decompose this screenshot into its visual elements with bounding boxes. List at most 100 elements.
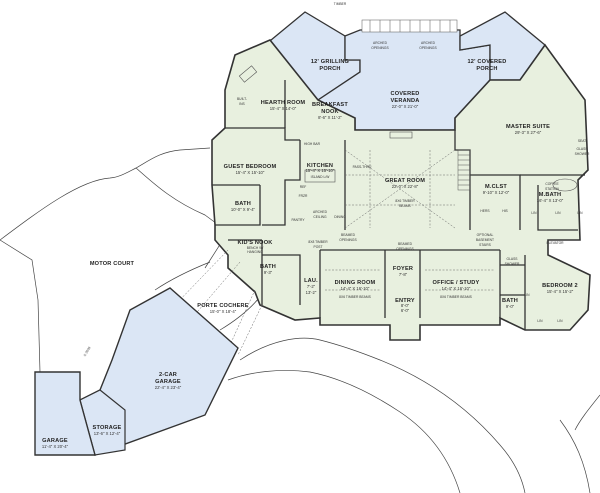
hearth-room-label: HEARTH ROOM	[261, 100, 306, 106]
bath-right-dim: 9'-0"	[506, 304, 515, 309]
fireplace-hearth	[238, 65, 258, 83]
breezeway	[174, 249, 263, 356]
entry-dim-1: 8'-0"	[401, 303, 410, 308]
arched-openings-left-1: ARCHED	[373, 41, 388, 45]
built-ins-2: INS	[239, 102, 245, 106]
arched-openings-right-2: OPENINGS	[419, 46, 437, 50]
master-suite-label: MASTER SUITE	[506, 124, 550, 130]
fireplace-great	[389, 131, 413, 139]
garage-block	[34, 287, 239, 456]
office-dim: 14'-4" X 16'-10"	[442, 286, 471, 291]
kitchen-island	[304, 169, 336, 183]
grilling-porch-label-2: PORCH	[319, 66, 340, 72]
pantry-label: PANTRY	[291, 218, 305, 222]
seat-label: SEAT	[578, 139, 586, 143]
dining-room-label: DINING ROOM	[335, 280, 376, 286]
glass-shower-2: SHOWER	[575, 152, 590, 156]
m-bath-label: M.BATH	[539, 192, 562, 198]
garage-single	[34, 371, 96, 456]
timber-post-2: POST	[314, 245, 323, 249]
m-clst-dim: 9'-10" X 12'-0"	[483, 190, 510, 195]
house-footprint	[211, 39, 591, 341]
garage-2car-dim: 22'-4" X 23'-4"	[155, 385, 182, 390]
bath-small-left-label: BATH	[260, 264, 276, 270]
dining-room-dim: 14'-4" X 16'-10"	[341, 286, 370, 291]
grilling-porch-label-1: 12' GRILLING	[311, 59, 349, 65]
office-beams: 8X6 TIMBER BEAMS	[440, 295, 472, 299]
great-room-beams-2: BEAMS	[399, 204, 411, 208]
covered-veranda-dim: 22'-0" X 21'-0"	[392, 104, 419, 109]
timber-post-1: 8X8 TIMBER	[308, 240, 328, 244]
breakfast-nook-dim: 8'-6" X 11'-2"	[318, 115, 342, 120]
porte-cochere-label: PORTE COCHERE	[197, 303, 248, 309]
lin-4: LIN	[524, 293, 530, 297]
basement-3: STAIRS	[479, 243, 491, 247]
lin-2: LIN	[555, 211, 561, 215]
breakfast-nook-label-2: NOOK	[321, 109, 339, 115]
garage-dim: 11'-4" X 20'-4"	[42, 444, 69, 449]
master-suite-dim: 29'-3" X 27'-6"	[515, 130, 542, 135]
basement-1: OPTIONAL	[477, 233, 494, 237]
covered-porch-label-2: PORCH	[476, 66, 497, 72]
kids-nook-note-2: HANGING	[247, 250, 263, 254]
kids-nook-note-1: BENCH W/	[247, 246, 264, 250]
beamed-openings-right-1: BEAMED	[398, 242, 413, 246]
guest-bedroom-dim: 15'-4" X 15'-10"	[236, 170, 265, 175]
great-room-beams-1: 8X6 TIMBER	[395, 199, 415, 203]
bedroom2-label: BEDROOM 2	[542, 283, 578, 289]
foyer-dim: 7'-8"	[399, 272, 408, 277]
veranda-steps	[361, 19, 458, 33]
breakfast-nook-label-1: BREAKFAST	[312, 102, 348, 108]
bath-left-label: BATH	[235, 201, 251, 207]
kids-nook-label: KID'S NOOK	[237, 240, 272, 246]
entry-dim-2: 6'-0"	[401, 308, 410, 313]
garage-2car-label-2: GARAGE	[155, 379, 181, 385]
lin-6: LIN	[557, 319, 563, 323]
beamed-openings-right-2: OPENINGS	[396, 247, 414, 251]
lin-5: LIN	[537, 319, 543, 323]
site-lines	[0, 147, 600, 493]
bedroom2-dim: 15'-4" X 15'-2"	[547, 289, 574, 294]
guest-bedroom-label: GUEST BEDROOM	[224, 164, 277, 170]
m-clst-label: M.CLST	[485, 184, 507, 190]
kitchen-label: KITCHEN	[307, 163, 333, 169]
bath-left-dim: 10'-0" X 9'-4"	[231, 207, 256, 212]
coffee-station-1: COFFEE	[545, 182, 559, 186]
arched-openings-right-1: ARCHED	[421, 41, 436, 45]
glass-shower-2-2: SHOWER	[505, 262, 520, 266]
his-label: HIS	[502, 209, 508, 213]
bath-tub	[552, 178, 578, 192]
arched-openings-left-2: OPENINGS	[371, 46, 389, 50]
foyer-label: FOYER	[393, 266, 413, 272]
bath-right-label: BATH	[502, 298, 518, 304]
laundry-dim-2: 13'-2"	[306, 290, 317, 295]
laundry-dim-1: 7'-2"	[307, 284, 316, 289]
great-room-dim: 22'-0" X 22'-8"	[392, 184, 419, 189]
dining-small-label: DINING	[334, 215, 346, 219]
garage-2car-label-1: 2-CAR	[159, 372, 177, 378]
kitchen-dim: 15'-4" X 15'-10"	[306, 168, 335, 173]
elevator-label: ELEVATOR	[546, 241, 564, 245]
ref-label: REF	[300, 185, 307, 189]
covered-porch-label-1: 12' COVERED	[468, 59, 507, 65]
lin-3: LIN	[577, 211, 583, 215]
glass-shower-2-1: GLASS	[507, 257, 519, 261]
office-label: OFFICE / STUDY	[433, 280, 480, 286]
beamed-openings-left-2: OPENINGS	[339, 238, 357, 242]
labels: TIMBER 12' GRILLING PORCH ARCHED OPENING…	[42, 2, 590, 449]
coffee-station-2: STATION	[545, 187, 559, 191]
lin-1: LIN	[531, 211, 537, 215]
covered-veranda-label-2: VERANDA	[390, 98, 419, 104]
island-label: ISLAND L/W	[311, 175, 331, 179]
high-bar-label: HIGH BAR	[304, 142, 321, 146]
great-room-label: GREAT ROOM	[385, 178, 425, 184]
house-interior	[211, 39, 591, 341]
entry-label: ENTRY	[395, 298, 415, 304]
pass-thru-label: PASS-THRU	[353, 165, 372, 169]
glass-shower-1: GLASS	[577, 147, 589, 151]
bath-small-left-dim: 9'-3"	[264, 270, 273, 275]
garage-label: GARAGE	[42, 438, 68, 444]
porte-cochere-dim: 15'-0" X 18'-4"	[210, 309, 237, 314]
storage-dim: 13'-6" X 12'-4"	[94, 431, 121, 436]
built-ins-1: BUILT-	[237, 97, 247, 101]
